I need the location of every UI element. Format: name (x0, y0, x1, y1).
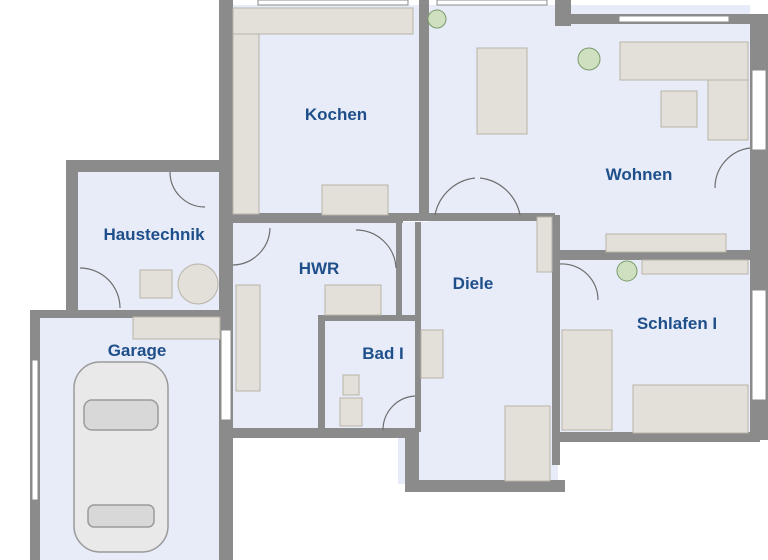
kitchen-counter (232, 7, 414, 35)
door-swing (714, 147, 751, 189)
wall (405, 430, 419, 492)
windows (31, 0, 767, 501)
window (751, 289, 767, 401)
floor-kochen (233, 5, 419, 215)
window (257, 0, 409, 6)
wall (233, 428, 418, 438)
wall (555, 250, 755, 260)
wall (30, 310, 230, 318)
wall (318, 315, 325, 433)
boiler (177, 263, 219, 305)
schlafen-shelf (641, 259, 749, 275)
kitchen-counter-side (232, 33, 260, 215)
wall (318, 315, 418, 321)
room-label-hwr: HWR (299, 259, 340, 278)
wall (396, 222, 402, 317)
door-swing (169, 171, 206, 208)
room-label-bad: Bad I (362, 344, 404, 363)
bed (632, 384, 749, 434)
room-label-garage: Garage (108, 341, 167, 360)
sofa-side (707, 79, 749, 141)
car-rear-window (87, 504, 155, 528)
wall (555, 0, 571, 26)
window (220, 329, 232, 421)
room-labels: Kochen Wohnen Haustechnik HWR Diele Gara… (103, 105, 717, 363)
door-swing (559, 263, 599, 301)
wardrobe (561, 329, 613, 431)
plants (427, 9, 638, 282)
stairs (504, 405, 551, 482)
wall (405, 480, 565, 492)
wall (403, 213, 555, 221)
washbasin (339, 397, 363, 427)
dining-table-kitchen (321, 184, 389, 216)
door-swing (79, 267, 121, 309)
sideboard (605, 233, 727, 253)
room-label-kochen: Kochen (305, 105, 367, 124)
window (618, 15, 730, 23)
window (436, 0, 548, 6)
wall (560, 432, 760, 442)
floor-bad (325, 318, 415, 428)
wall (66, 160, 230, 172)
room-label-diele: Diele (453, 274, 494, 293)
wall (552, 215, 560, 465)
wall (419, 0, 429, 215)
room-label-schlafen: Schlafen I (637, 314, 717, 333)
car (73, 361, 169, 553)
diele-cabinet (536, 216, 553, 273)
window (31, 359, 39, 501)
plant (616, 260, 638, 282)
hwr-washer (324, 284, 382, 316)
furniture (132, 7, 749, 482)
diele-bench (420, 329, 444, 379)
hwr-shelf (235, 284, 261, 392)
door-swing (232, 227, 271, 266)
room-label-wohnen: Wohnen (606, 165, 673, 184)
dining-table (476, 47, 528, 135)
window (751, 69, 767, 151)
heating-unit (139, 269, 173, 299)
doors (79, 147, 751, 431)
wall (233, 213, 403, 223)
door-swing (355, 229, 397, 269)
coffee-table (660, 90, 698, 128)
room-label-haustechnik: Haustechnik (103, 225, 205, 244)
toilet (342, 374, 360, 396)
wall (415, 222, 421, 432)
storage-haustechnik (132, 316, 221, 340)
wall (219, 0, 233, 215)
sofa (619, 41, 749, 81)
plant (577, 47, 601, 71)
door-swing (479, 177, 521, 216)
wall (66, 160, 78, 315)
door-swing (434, 177, 476, 216)
door-swing (382, 395, 416, 431)
car-windshield (83, 399, 159, 431)
plant (427, 9, 447, 29)
